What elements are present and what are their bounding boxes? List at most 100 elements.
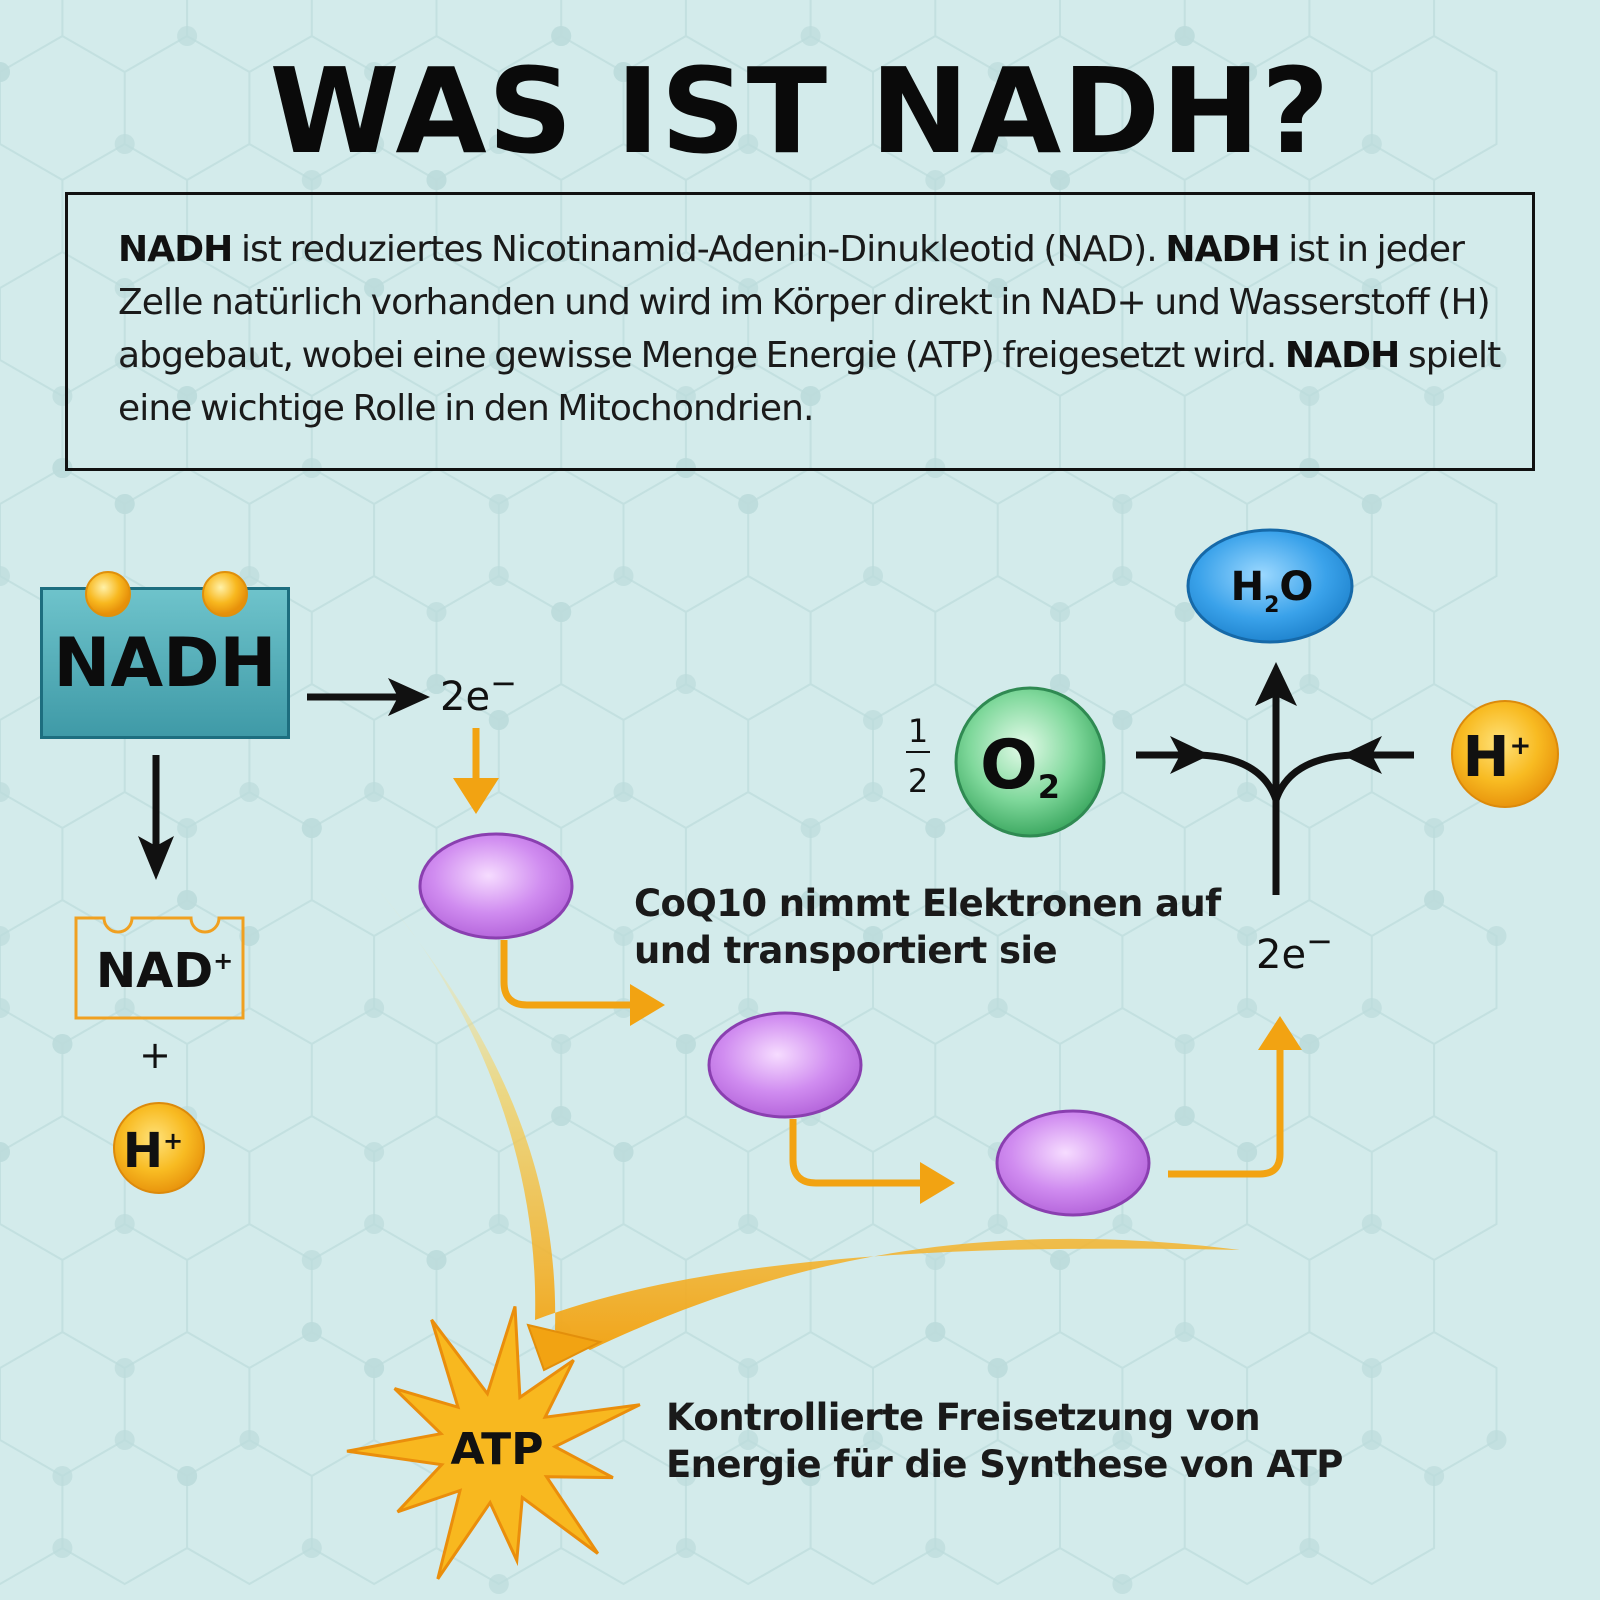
atp-caption: Kontrollierte Freisetzung von Energie fü…: [666, 1394, 1343, 1488]
nad-plus-main: NAD: [96, 943, 214, 999]
hexagon-node: [863, 710, 883, 730]
hexagon-node: [1174, 242, 1195, 262]
coq10-caption-line-2: und transportiert sie: [634, 929, 1058, 972]
hexagon-node: [738, 134, 759, 154]
hexagon-node: [738, 494, 759, 514]
hexagon-node: [52, 1538, 73, 1558]
hexagon-node: [1112, 1574, 1133, 1594]
proton-arrowhead: [1342, 736, 1382, 774]
half-fraction: 1 2: [906, 712, 930, 800]
hexagon-node: [1174, 26, 1195, 46]
hexagon-node: [1486, 350, 1507, 370]
hexagon-node: [177, 818, 198, 838]
hexagon-node: [987, 1358, 1008, 1378]
nadh-to-electron-arrow: [307, 678, 430, 716]
hexagon-node: [114, 134, 135, 154]
hexagon-node: [426, 1250, 447, 1270]
hexagon-node: [239, 1430, 260, 1450]
carrier-arrow-3: [1168, 1016, 1302, 1178]
hexagon-node: [1424, 818, 1445, 838]
oxygen-molecule: O2: [954, 686, 1106, 838]
proton-right: H+: [1451, 700, 1559, 808]
water-up-arrowhead: [1255, 662, 1297, 706]
hexagon-node: [1237, 926, 1258, 946]
hexagon-node: [488, 566, 509, 586]
carrier-arrow-1: [500, 940, 665, 1026]
hexagon-node: [738, 278, 759, 298]
hexagon-node: [863, 926, 883, 946]
hexagon-node: [738, 350, 759, 370]
hexagon-node: [301, 1322, 322, 1342]
hexagon-node: [1112, 710, 1133, 730]
hexagon-node: [863, 566, 883, 586]
hexagon-node: [1174, 1034, 1195, 1054]
hexagon-node: [1237, 1142, 1258, 1162]
nad-plus-box: [74, 916, 245, 1020]
hexagon-node: [177, 386, 198, 406]
hexagon-node: [863, 350, 883, 370]
hexagon-node: [488, 494, 509, 514]
hexagon-node: [613, 1142, 634, 1162]
hexagon-node: [1112, 566, 1133, 586]
hexagon-node: [1299, 386, 1320, 406]
hexagon-node: [1112, 1214, 1133, 1234]
hexagon-node: [551, 1034, 572, 1054]
hexagon-node: [925, 1250, 946, 1270]
hexagon-node: [738, 1358, 759, 1378]
hexagon-node: [1361, 350, 1382, 370]
hexagon-node: [1361, 1430, 1382, 1450]
hexagon-node: [551, 242, 572, 262]
hexagon-node: [114, 1430, 135, 1450]
hexagon-node: [613, 566, 634, 586]
hexagon-node: [800, 890, 821, 910]
nadh-box: NADH: [40, 587, 290, 739]
hexagon-node: [551, 602, 572, 622]
hexagon-node: [675, 1538, 696, 1558]
hexagon-node: [1299, 1034, 1320, 1054]
hexagon-node: [488, 710, 509, 730]
svg-text:O2: O2: [980, 726, 1060, 806]
reaction-converge-arrows: [1136, 690, 1414, 895]
electron-carrier-3: [995, 1109, 1151, 1217]
hexagon-node: [1237, 62, 1258, 82]
hexagon-node: [426, 602, 447, 622]
hexagon-node: [364, 998, 385, 1018]
nadh-label: NADH: [53, 623, 277, 703]
hexagon-node: [0, 998, 10, 1018]
hexagon-node: [239, 350, 260, 370]
hexagon-node: [1050, 1250, 1070, 1270]
hexagon-node: [738, 998, 759, 1018]
hexagon-node: [1424, 890, 1445, 910]
hexagon-node: [488, 1214, 509, 1234]
hexagon-node: [114, 350, 135, 370]
hexagon-node: [114, 494, 135, 514]
hexagon-node: [1174, 1106, 1195, 1126]
hexagon-node: [1299, 1466, 1320, 1486]
hexagon-node: [0, 566, 10, 586]
hexagon-node: [1486, 926, 1507, 946]
hexagon-node: [675, 674, 696, 694]
intro-bold-term: NADH: [1284, 335, 1400, 376]
hexagon-node: [613, 926, 634, 946]
hexagon-node: [1050, 674, 1070, 694]
electron-label-right: 2e−: [1256, 922, 1333, 978]
hexagon-node: [177, 1466, 198, 1486]
hexagon-node: [987, 134, 1008, 154]
hexagon-node: [239, 566, 260, 586]
hexagon-node: [925, 242, 946, 262]
hexagon-node: [925, 170, 946, 190]
hexagon-node: [800, 818, 821, 838]
hexagon-node: [177, 26, 198, 46]
hexagon-node: [925, 1322, 946, 1342]
hexagon-node: [613, 62, 634, 82]
hexagon-node: [488, 350, 509, 370]
hexagon-node: [301, 1538, 322, 1558]
hexagon-node: [177, 890, 198, 910]
hexagon-node: [675, 1466, 696, 1486]
atp-caption-line-1: Kontrollierte Freisetzung von: [666, 1396, 1261, 1439]
svg-text:H+: H+: [123, 1123, 183, 1179]
carrier-arrow-2: [789, 1119, 955, 1204]
svg-text:2: 2: [908, 762, 928, 800]
hexagon-node: [364, 1142, 385, 1162]
